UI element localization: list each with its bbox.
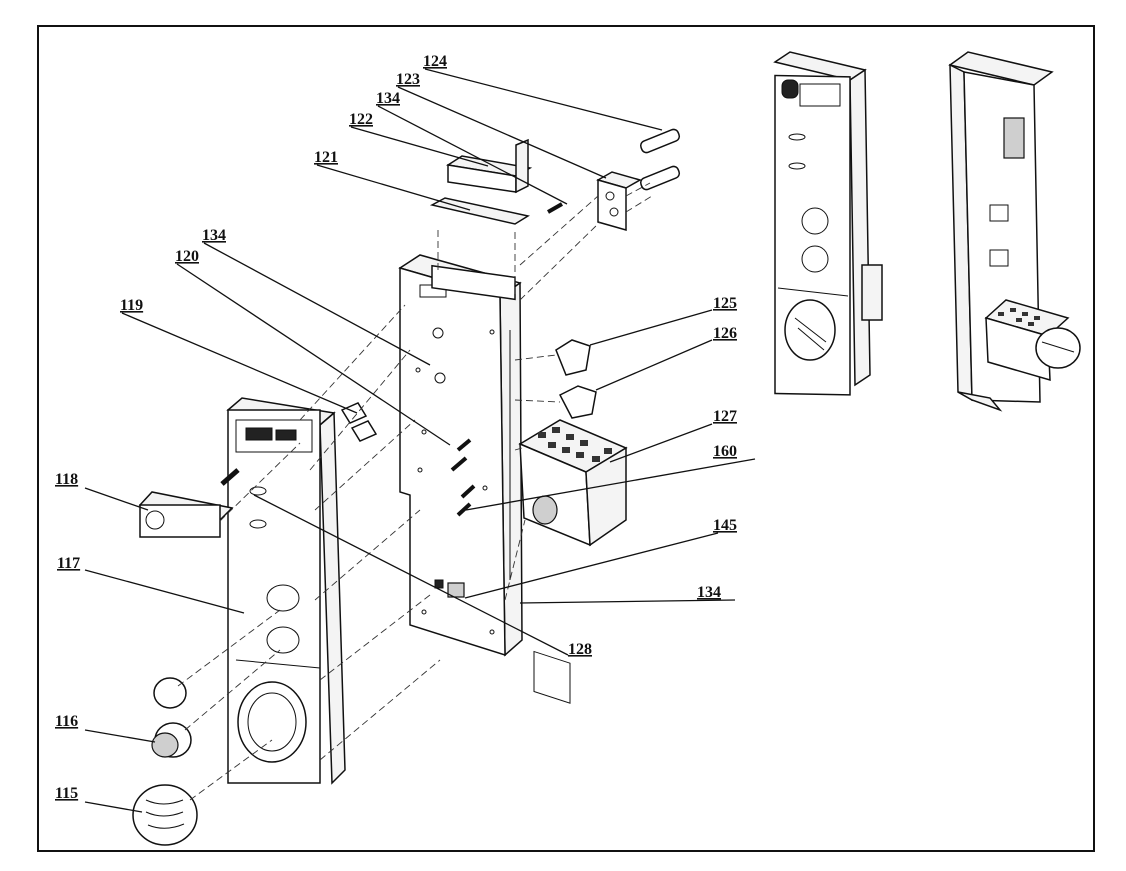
switches-119-120 xyxy=(340,402,378,442)
top-bracket-parts xyxy=(429,138,563,301)
callout-134-mid: 134 xyxy=(202,227,226,244)
callout-124: 124 xyxy=(423,53,447,70)
callout-115: 115 xyxy=(55,785,78,802)
callout-145: 145 xyxy=(713,517,737,534)
callout-160: 160 xyxy=(713,443,737,460)
callout-128: 128 xyxy=(568,641,592,658)
callout-134-top: 134 xyxy=(376,90,400,107)
drawing-frame xyxy=(37,25,1095,852)
control-panel-front xyxy=(220,397,346,785)
assembly-lines xyxy=(177,182,653,801)
callout-125: 125 xyxy=(713,295,737,312)
leader-lines xyxy=(84,68,756,813)
assembled-view-front xyxy=(773,51,883,396)
callout-119: 119 xyxy=(120,297,143,314)
callout-126: 126 xyxy=(713,325,737,342)
callout-117: 117 xyxy=(57,555,80,572)
callout-127: 127 xyxy=(713,408,737,425)
assembled-view-rear xyxy=(948,51,1081,412)
knobs xyxy=(132,677,198,846)
connector-and-fuses xyxy=(596,128,681,231)
callout-134-bottom: 134 xyxy=(697,584,721,601)
callout-121: 121 xyxy=(314,149,338,166)
callout-118: 118 xyxy=(55,471,78,488)
callout-labels: 124 123 134 122 121 134 120 119 125 126 … xyxy=(55,53,737,802)
callout-116: 116 xyxy=(55,713,78,730)
display-window-part xyxy=(138,491,234,538)
callout-120: 120 xyxy=(175,248,199,265)
pcb-board xyxy=(398,254,523,657)
callout-122: 122 xyxy=(349,111,373,128)
callout-123: 123 xyxy=(396,71,420,88)
